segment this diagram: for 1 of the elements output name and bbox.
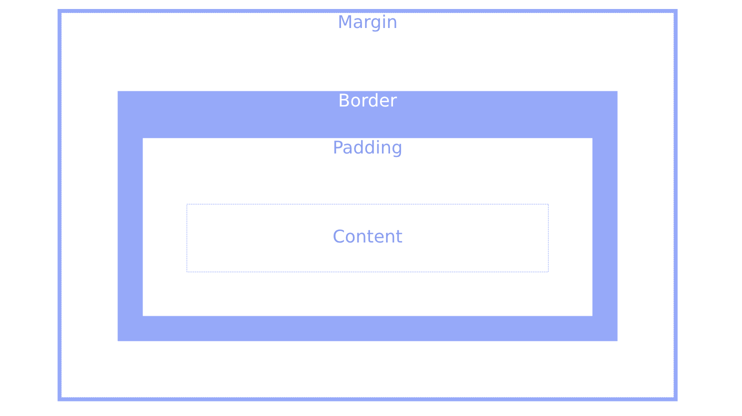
node-box: Content (186, 203, 549, 272)
